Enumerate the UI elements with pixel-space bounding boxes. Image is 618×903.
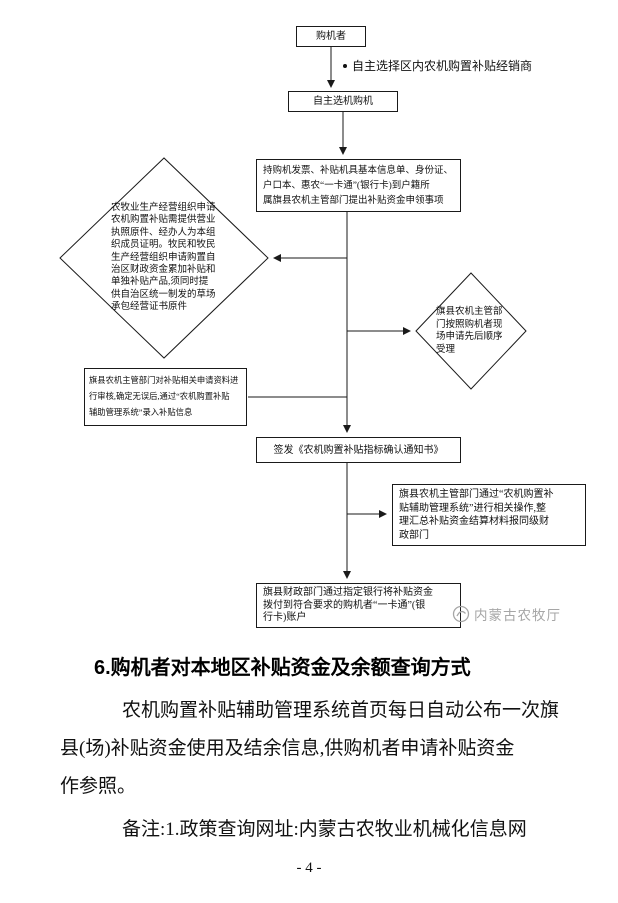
acceptance-diamond-text: 旗县农机主管部 门按照购机者现 场申请先后顺序 受理 [436, 307, 503, 355]
flowchart-lines [59, 47, 527, 579]
watermark-text: 内蒙古农牧厅 [474, 608, 561, 623]
paragraph-line: 县(场)补贴资金使用及结余信息,供购机者申请补贴资金 [60, 738, 515, 759]
watermark-logo-icon [452, 605, 470, 623]
node-issue: 签发《农机购置补贴指标确认通知书》 [256, 437, 461, 463]
requirements-diamond-shape [59, 157, 269, 359]
flow-annotation: 自主选择区内农机购置补贴经销商 [343, 57, 532, 74]
node-self-select: 自主选机购机 [288, 91, 398, 112]
node-apply: 持购机发票、补贴机具基本信息单、身份证、 户口本、惠农“一卡通”(银行卡)到户籍… [256, 159, 461, 212]
node-pay: 旗县财政部门通过指定银行将补贴资金 拨付到符合要求的购机者“一卡通”(银 行卡)… [256, 583, 461, 628]
acceptance-diamond-shape [415, 272, 527, 390]
subsidy-flowchart: 购机者 自主选择区内农机购置补贴经销商 自主选机购机 持购机发票、补贴机具基本信… [59, 26, 586, 628]
node-settle: 旗县农机主管部门通过“农机购置补 贴辅助管理系统”进行相关操作,整 理汇总补贴资… [392, 484, 586, 546]
node-buyer: 购机者 [296, 26, 366, 47]
paragraph-line: 作参照。 [60, 776, 137, 797]
body-text: 6.购机者对本地区补贴资金及余额查询方式 农机购置补贴辅助管理系统首页每日自动公… [0, 640, 618, 849]
watermark: 内蒙古农牧厅 [452, 604, 561, 624]
note-line: 备注:1.政策查询网址:内蒙古农牧业机械化信息网 [122, 819, 527, 840]
flow-annotation-text: 自主选择区内农机购置补贴经销商 [352, 59, 533, 73]
page-number: - 4 - [296, 860, 322, 876]
node-review: 旗县农机主管部门对补贴相关申请资料进 行审核,确定无误后,通过“农机购置补贴 辅… [84, 368, 247, 426]
requirements-diamond-text: 农牧业生产经营组织申请 农机购置补贴需提供营业 执照原件、经办人为本组 织成员证… [111, 203, 216, 313]
bullet-icon [343, 64, 347, 68]
paragraph-line: 农机购置补贴辅助管理系统首页每日自动公布一次旗 [122, 700, 560, 721]
section-heading: 6.购机者对本地区补贴资金及余额查询方式 [94, 657, 471, 679]
